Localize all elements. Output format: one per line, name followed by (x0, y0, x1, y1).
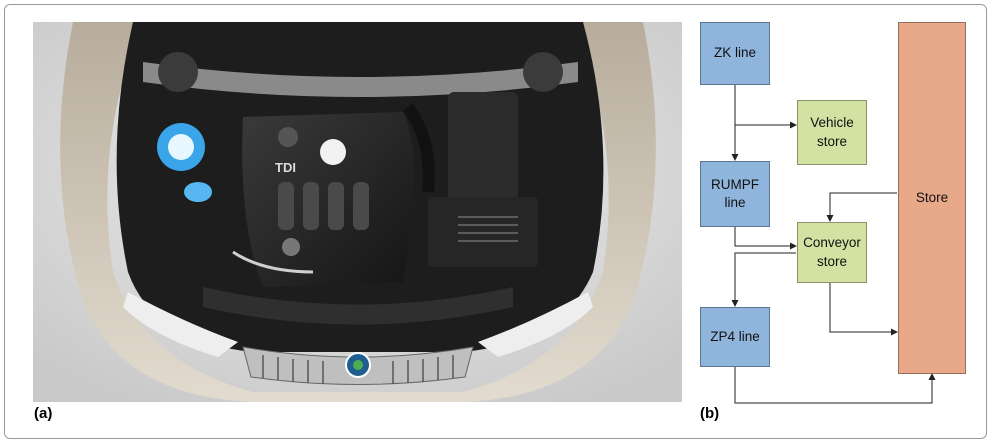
panel-a-label: (a) (34, 405, 53, 422)
node-zp4-line-label: ZP4 line (710, 328, 760, 344)
flow-arrows (731, 85, 936, 404)
node-store: Store (898, 22, 966, 374)
engine-badge: TDI (275, 160, 296, 175)
node-zk-line-label: ZK line (713, 45, 757, 61)
node-zk-line: ZK line (700, 22, 770, 85)
panel-b-label: (b) (700, 405, 720, 422)
engine-bay-illustration: TDI (33, 22, 682, 402)
flow-diagram: ZK line Vehicle store RUMPF line Conveyo… (690, 10, 985, 430)
node-vehicle-store: Vehicle store (797, 100, 867, 165)
node-rumpf-line-label: RUMPF line (711, 176, 759, 210)
node-conveyor-store-label: Conveyor store (803, 235, 861, 269)
node-conveyor-store: Conveyor store (797, 222, 867, 283)
node-rumpf-line: RUMPF line (700, 161, 770, 227)
node-zp4-line: ZP4 line (700, 307, 770, 367)
engine-bay-photo: TDI (33, 22, 682, 402)
node-vehicle-store-label: Vehicle store (810, 115, 854, 149)
node-store-label: Store (915, 189, 949, 205)
